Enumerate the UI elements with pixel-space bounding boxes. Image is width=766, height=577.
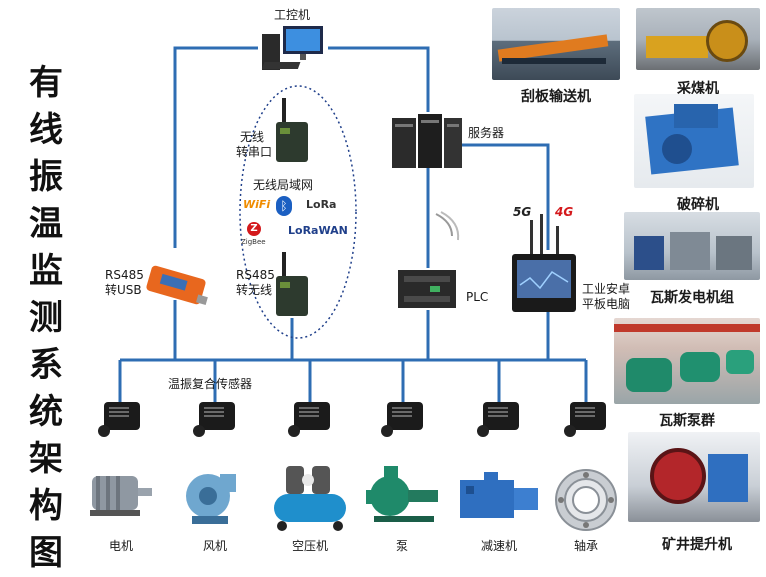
equipment-label: 减速机 <box>480 539 518 553</box>
crusher-photo <box>634 94 754 188</box>
photo-caption: 瓦斯泵群 <box>659 413 715 429</box>
sensor-icon <box>477 402 519 437</box>
lora-logo: LoRa <box>306 198 337 211</box>
fan-icon <box>186 474 236 524</box>
sensor-group-label: 温振复合传感器 <box>168 377 253 391</box>
server-label: 服务器 <box>468 126 505 140</box>
title-char: 架 <box>29 439 63 479</box>
photo-caption: 采煤机 <box>677 81 719 97</box>
title-char: 线 <box>29 110 63 150</box>
photo-caption: 矿井提升机 <box>662 537 732 553</box>
equipment-label: 泵 <box>395 539 409 553</box>
rs485-usb-label-1: RS485 <box>105 268 144 282</box>
rs485-wireless-label-2: 转无线 <box>236 283 273 297</box>
motor-icon <box>90 476 152 516</box>
vertical-title: 有 线 振 温 监 测 系 统 架 构 图 <box>22 60 70 577</box>
title-char: 有 <box>29 63 63 103</box>
ipc-icon <box>261 26 323 70</box>
bluetooth-icon: ᛒ <box>276 196 292 216</box>
wireless-serial-label-1: 无线 <box>240 130 265 144</box>
wlan-label: 无线局域网 <box>253 178 314 192</box>
zigbee-logo: ZigBee <box>241 238 266 246</box>
wireless-zone-ellipse <box>239 85 357 339</box>
server-icon <box>392 114 462 168</box>
wireless-serial-module-icon <box>276 98 308 162</box>
rs485-wireless-module-icon <box>276 252 308 316</box>
photo-caption: 破碎机 <box>677 197 719 213</box>
sensor-icon <box>193 402 235 437</box>
air-compressor-icon <box>274 466 346 531</box>
sensor-icon <box>564 402 606 437</box>
title-char: 构 <box>29 486 63 526</box>
plc-label: PLC <box>466 290 489 304</box>
ipc-label: 工控机 <box>273 8 311 22</box>
photo-caption: 瓦斯发电机组 <box>650 290 734 306</box>
wifi-logo: WiFi <box>243 198 271 211</box>
plc-icon <box>398 270 456 308</box>
scraper-conveyor-photo <box>492 8 620 80</box>
rs485-usb-label-2: 转USB <box>105 283 142 297</box>
lorawan-logo: LoRaWAN <box>288 224 348 237</box>
photo-caption: 刮板输送机 <box>521 89 591 105</box>
signal-arc-icon <box>435 213 453 237</box>
title-char: 振 <box>29 157 63 197</box>
gas-generator-photo <box>624 212 760 280</box>
reducer-icon <box>460 472 538 518</box>
title-char: 系 <box>29 345 63 385</box>
title-char: 图 <box>29 533 63 573</box>
title-char: 测 <box>29 298 63 338</box>
equipment-label: 空压机 <box>291 539 329 553</box>
title-char: 统 <box>29 392 63 432</box>
4g-logo: 4G <box>555 205 574 219</box>
5g-logo: 5G <box>513 205 532 219</box>
bearing-icon <box>555 469 617 531</box>
rs485-wireless-label-1: RS485 <box>236 268 275 282</box>
android-tablet-icon <box>512 214 576 312</box>
title-char: 温 <box>29 204 63 244</box>
gas-pump-group-photo <box>614 318 760 404</box>
sensor-icon <box>288 402 330 437</box>
title-char: 监 <box>29 251 63 291</box>
zigbee-icon: Z <box>247 222 261 236</box>
sensor-icon <box>98 402 140 437</box>
shearer-photo <box>636 8 760 70</box>
tablet-label-2: 平板电脑 <box>582 297 631 311</box>
connection-lines <box>118 46 588 404</box>
equipment-label: 轴承 <box>573 539 599 553</box>
equipment-label: 风机 <box>202 539 228 553</box>
pump-icon <box>366 466 438 522</box>
equipment-label: 电机 <box>108 539 134 553</box>
sensor-icon <box>381 402 423 437</box>
mine-hoist-photo <box>628 432 760 522</box>
rs485-usb-converter-icon <box>146 265 208 305</box>
tablet-label-1: 工业安卓 <box>582 282 631 296</box>
wireless-serial-label-2: 转串口 <box>236 145 273 159</box>
